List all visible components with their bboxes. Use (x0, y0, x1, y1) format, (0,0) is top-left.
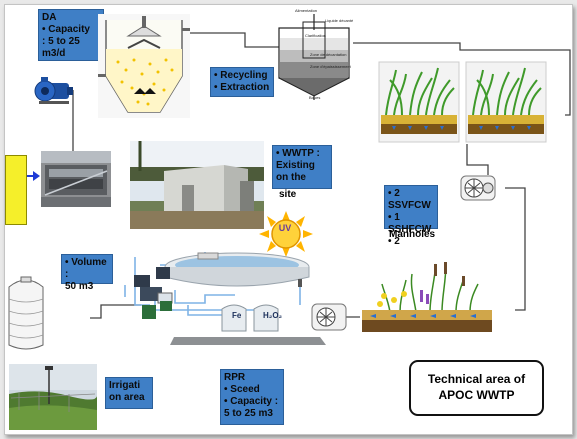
irrigation-line: Irrigati (109, 380, 141, 391)
rpr-line: • Sceed (224, 384, 260, 395)
uv-label: UV (278, 223, 292, 233)
rpr-reactor-system (134, 252, 310, 332)
wetlands-callout: • 2 SSVFCW • 1 SSHFCW • 2 (384, 185, 438, 247)
wetlands-line: • 2 SSVFCW (388, 188, 431, 211)
wwtp-line: • WWTP : (276, 148, 320, 159)
clarifier-zone-label: Clarification (305, 33, 326, 38)
volume-line: 50 m3 (65, 281, 94, 292)
planted-bed-image (362, 261, 492, 332)
wwtp-building-photo (130, 141, 264, 229)
peroxide-tank-label: H₂O₂ (263, 311, 283, 320)
inflow-box (5, 155, 27, 225)
da-title: DA (42, 12, 57, 23)
recycling-callout: • Recycling • Extraction (210, 67, 274, 97)
iron-tank-label: Fe (232, 311, 242, 320)
water-tank-icon (8, 276, 44, 350)
recycling-line: • Recycling (214, 70, 268, 81)
da-callout: DA • Capacity : 5 to 25 m3/d (38, 9, 104, 61)
diagram-frame: DA • Capacity : 5 to 25 m3/d • Rec (4, 4, 573, 435)
clarifier-diagram (278, 14, 350, 100)
clarifier-inlet-label: Alimentation (295, 8, 318, 13)
clarifier-outlet-label: Liquide décanté (325, 18, 354, 23)
clarifier-sludge-label: Boues (309, 95, 321, 100)
irrigation-line: on area (109, 392, 145, 403)
clarifier-zone-label: Zone d'épaississement (310, 64, 351, 69)
rpr-line: • Capacity : (224, 396, 279, 407)
wwtp-line: site (279, 189, 297, 200)
volume-callout: • Volume : 50 m3 (61, 254, 113, 292)
blower-icon (311, 303, 347, 331)
wwtp-callout: • WWTP : Existing on the (272, 145, 332, 189)
sun-icon (259, 211, 313, 257)
da-line: • Capacity (42, 24, 90, 35)
wetlands-line: Manholes (389, 229, 436, 240)
extraction-line: • Extraction (214, 82, 270, 93)
wwtp-line: Existing (276, 160, 315, 171)
diagram-title-box: Technical area of APOC WWTP (409, 360, 544, 416)
clarifier-zone-label: Zone de décantation (310, 52, 347, 57)
wetlands-line: • 1 SSHFCW (388, 212, 432, 235)
rpr-title: RPR (224, 372, 246, 383)
da-line: : 5 to 25 (42, 36, 80, 47)
pump-icon (34, 77, 73, 104)
filter-press-photo (41, 151, 111, 207)
da-line: m3/d (42, 48, 66, 59)
irrigation-callout: Irrigati on area (105, 377, 153, 409)
flotation-tank-image (98, 14, 190, 118)
rpr-line: 5 to 25 m3 (224, 408, 273, 419)
wetlands-line: • 2 (388, 236, 400, 247)
rpr-callout: RPR • Sceed • Capacity : 5 to 25 m3 (220, 369, 284, 425)
irrigation-area-photo (9, 364, 97, 430)
wetland-beds-image (376, 60, 550, 144)
diagram-title-line2: APOC WWTP (438, 388, 515, 402)
volume-line: • Volume : (65, 257, 107, 280)
slab-image (170, 337, 326, 345)
diagram-title-line1: Technical area of (427, 372, 526, 386)
arrow-right-icon (25, 171, 40, 181)
blower-icon (460, 175, 496, 201)
wwtp-line: on the (276, 172, 306, 183)
